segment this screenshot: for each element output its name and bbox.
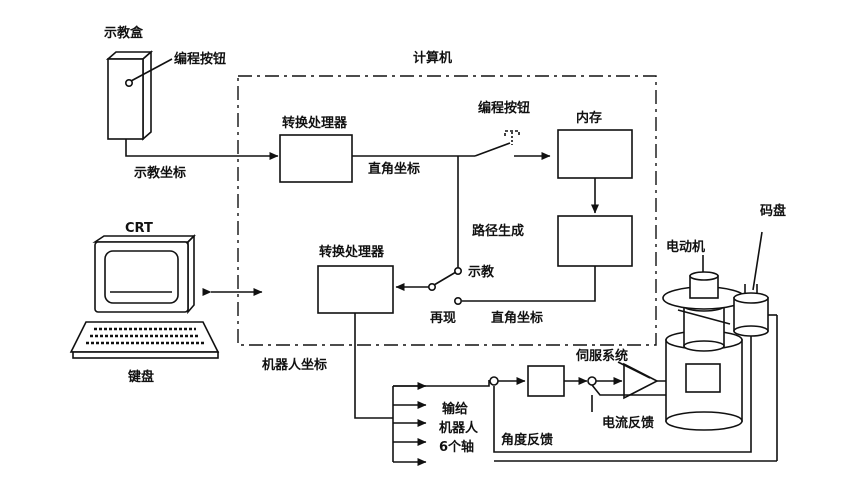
- replay-label: 再现: [430, 311, 456, 326]
- computer-label: 计算机: [413, 50, 452, 66]
- program-button-label-mid: 编程按钮: [478, 100, 530, 116]
- teach-coords-line: [125, 139, 279, 160]
- teach-contact: [453, 266, 462, 275]
- angle-feedback-line: [493, 330, 752, 453]
- encoder-label: 码盘: [760, 203, 786, 219]
- path-generation-label: 路径生成: [472, 223, 524, 239]
- computer-boundary: [237, 75, 657, 346]
- motor-icon: [662, 255, 746, 431]
- cartesian-top-label: 直角坐标: [368, 161, 420, 177]
- teach-box-label: 示教盒: [104, 25, 144, 41]
- program-button-icon: [125, 79, 134, 88]
- teach-coords-label: 示教坐标: [134, 165, 186, 181]
- robot-coords-line: [354, 313, 393, 419]
- angle-summing-junction: [489, 376, 499, 386]
- servo-amplifier-icon: [623, 362, 659, 400]
- converter-top-box: [279, 134, 353, 183]
- converter-bottom-box: [317, 265, 394, 314]
- robot-coords-label: 机器人坐标: [262, 357, 327, 373]
- six-axis-output: [392, 382, 427, 466]
- program-button-label-left: 编程按钮: [174, 51, 226, 67]
- converter-top-label: 转换处理器: [282, 115, 348, 131]
- cartesian-bottom-label: 直角坐标: [491, 310, 543, 326]
- motor-label: 电动机: [666, 239, 705, 255]
- replay-contact: [453, 296, 462, 305]
- controller-box: [527, 365, 565, 397]
- servo-label: 伺服系统: [575, 348, 628, 364]
- teach-pendant: [105, 50, 173, 141]
- path-generation-box: [557, 215, 633, 267]
- converter-bottom-label: 转换处理器: [319, 244, 385, 260]
- angle-feedback-label: 角度反馈: [501, 432, 553, 448]
- crt-label: CRT: [125, 221, 153, 236]
- output-label-2: 机器人: [439, 420, 479, 436]
- memory-box: [557, 129, 633, 179]
- program-switch: [474, 142, 511, 157]
- memory-label: 内存: [576, 110, 602, 126]
- teach-switch-label: 示教: [468, 264, 495, 280]
- mode-switch: [433, 271, 457, 286]
- current-summing-junction: [587, 376, 597, 386]
- output-label-1: 输给: [442, 401, 468, 417]
- replay-line: [462, 266, 596, 302]
- output-label-3: 6个轴: [439, 439, 474, 455]
- program-switch-button-icon: [504, 130, 520, 136]
- crt-terminal-icon: [69, 234, 220, 359]
- encoder-icon: [494, 231, 778, 462]
- current-feedback-label: 电流反馈: [602, 415, 654, 431]
- keyboard-label: 键盘: [127, 369, 154, 385]
